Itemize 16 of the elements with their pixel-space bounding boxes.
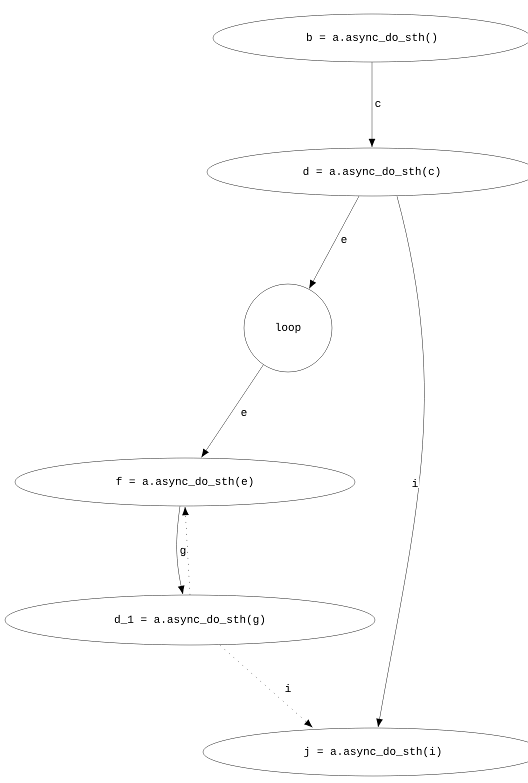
edge-label: e (240, 409, 248, 418)
edge-label: e (340, 236, 348, 244)
arrow (220, 645, 313, 728)
edge-label: i (410, 478, 420, 488)
ellipse-node: f = a.async_do_sth(e) (14, 458, 356, 506)
arrow (176, 506, 184, 594)
ellipse-node: d_1 = a.async_do_sth(g) (4, 594, 376, 646)
edge-label: i (284, 683, 292, 693)
arrow (376, 196, 424, 728)
arrow (368, 62, 376, 148)
arrow (201, 364, 264, 458)
arrow (309, 196, 360, 289)
circle-node: loop (244, 284, 332, 372)
arrow (182, 506, 190, 595)
edge-label: c (374, 100, 382, 108)
edge-label: g (178, 546, 188, 558)
